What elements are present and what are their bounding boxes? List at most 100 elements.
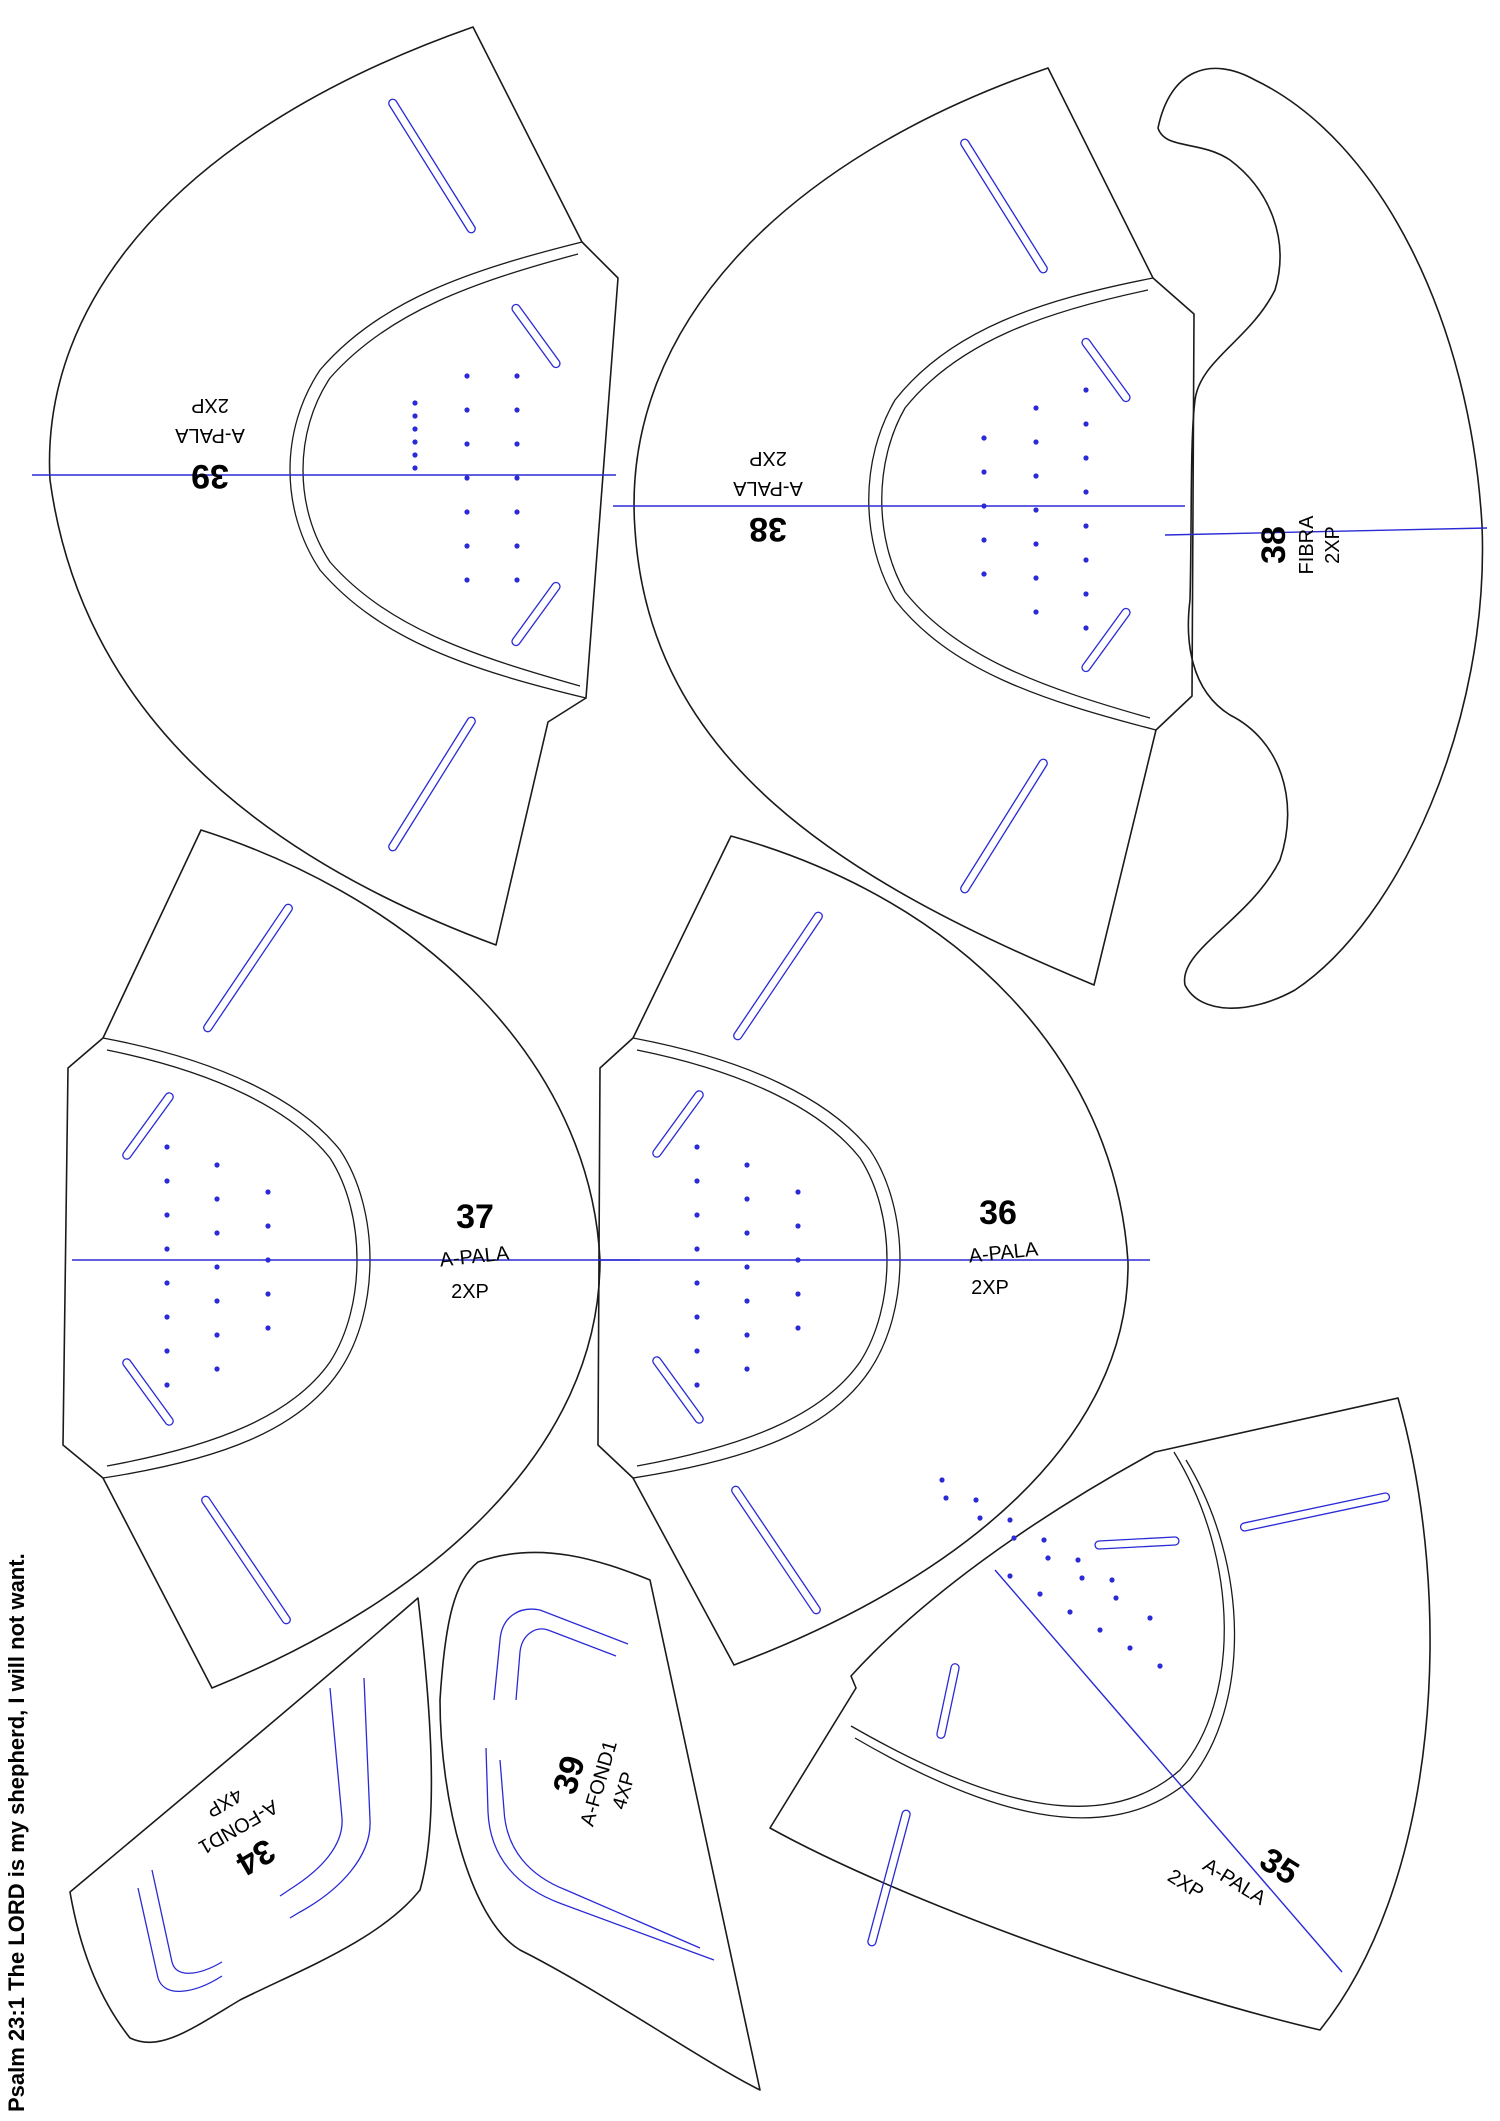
perforation-dot: [514, 441, 520, 447]
perforation-dot: [1033, 541, 1039, 547]
perforation-dot: [1079, 1575, 1085, 1581]
piece-35-slots: [867, 1492, 1391, 1947]
perforation-dot: [1045, 1555, 1051, 1561]
perforation-dot: [464, 475, 470, 481]
perforation-dot: [1033, 405, 1039, 411]
piece-35-seam: [850, 1451, 1225, 1807]
slot: [279, 1687, 343, 1897]
piece-35-grainline: [994, 1569, 1343, 1973]
perforation-dot: [694, 1314, 700, 1320]
perforation-dot: [795, 1223, 801, 1229]
perforation-dot: [981, 503, 987, 509]
piece-38-fibra: 38 FIBRA 2XP: [1157, 67, 1488, 1009]
piece-38-fibra-number: 38: [1255, 526, 1293, 564]
perforation-dot: [164, 1348, 170, 1354]
perforation-dot: [1083, 421, 1089, 427]
perforation-dot: [1033, 575, 1039, 581]
perforation-dot: [464, 441, 470, 447]
slot: [1094, 1536, 1180, 1550]
perforation-dot: [514, 509, 520, 515]
perforation-dot: [1083, 387, 1089, 393]
piece-36-seam: [632, 1037, 901, 1479]
perforation-dot: [464, 407, 470, 413]
perforation-dot: [1147, 1615, 1153, 1621]
perforation-dot: [977, 1515, 983, 1521]
perforation-dot: [164, 1280, 170, 1286]
perforation-dot: [214, 1162, 220, 1168]
piece-36-label: 36 A-PALA 2XP: [968, 1194, 1040, 1299]
perforation-dot: [1083, 557, 1089, 563]
slot: [652, 1356, 704, 1424]
perforation-dot: [694, 1212, 700, 1218]
perforation-dot: [1127, 1645, 1133, 1651]
slot: [652, 1090, 704, 1158]
slot: [733, 911, 823, 1041]
piece-39-holes: [412, 373, 520, 583]
piece-37-seam: [102, 1037, 371, 1479]
piece-39-seam: [289, 241, 587, 699]
piece-38-fibra-name: FIBRA: [1296, 515, 1318, 575]
piece-35-label: 35 A-PALA 2XP: [1164, 1840, 1306, 1910]
slot: [515, 1628, 617, 1701]
piece-39-fond-slots: [485, 1608, 715, 1961]
piece-37-number: 37: [456, 1198, 494, 1236]
perforation-dot: [514, 577, 520, 583]
piece-35-a-pala: 35 A-PALA 2XP: [769, 1397, 1431, 2031]
piece-34-a-fond1: 34 A-FOND1 4XP: [69, 1597, 433, 2043]
piece-38-qty: 2XP: [749, 447, 787, 469]
perforation-dot: [1033, 473, 1039, 479]
piece-39-fond-qty: 4XP: [608, 1769, 640, 1811]
slot: [1081, 607, 1131, 673]
piece-38-holes: [981, 387, 1089, 631]
perforation-dot: [412, 465, 418, 471]
perforation-dot: [1033, 609, 1039, 615]
slot: [151, 1869, 223, 1974]
piece-38-seam: [868, 277, 1157, 731]
perforation-dot: [514, 543, 520, 549]
slot: [499, 1759, 701, 1949]
perforation-dot: [464, 373, 470, 379]
piece-38-number: 38: [749, 510, 787, 548]
perforation-dot: [1075, 1557, 1081, 1563]
slot: [960, 138, 1048, 274]
piece-38-slots: [960, 138, 1131, 894]
perforation-dot: [694, 1280, 700, 1286]
piece-35-seam-inner: [854, 1459, 1236, 1819]
piece-37-slots: [122, 903, 293, 1625]
perforation-dot: [694, 1382, 700, 1388]
piece-37-qty: 2XP: [451, 1281, 489, 1303]
perforation-dot: [265, 1325, 271, 1331]
perforation-dot: [412, 400, 418, 406]
perforation-dot: [1109, 1577, 1115, 1583]
perforation-dot: [694, 1348, 700, 1354]
perforation-dot: [1083, 523, 1089, 529]
perforation-dot: [1033, 507, 1039, 513]
perforation-dot: [412, 426, 418, 432]
perforation-dot: [795, 1189, 801, 1195]
piece-39-qty: 2XP: [191, 394, 229, 416]
perforation-dot: [412, 413, 418, 419]
slot: [1239, 1492, 1391, 1532]
piece-35-holes: [939, 1477, 1163, 1669]
piece-38-outline: [633, 67, 1195, 986]
piece-38-seam-inner: [881, 289, 1151, 719]
slot: [203, 903, 293, 1033]
slot: [485, 1747, 715, 1961]
piece-39-a-pala: 39 A-PALA 2XP: [32, 26, 619, 946]
piece-36-slots: [652, 911, 823, 1615]
perforation-dot: [744, 1230, 750, 1236]
piece-36-qty: 2XP: [971, 1277, 1009, 1299]
perforation-dot: [744, 1162, 750, 1168]
perforation-dot: [164, 1212, 170, 1218]
perforation-dot: [164, 1178, 170, 1184]
psalm-caption: Psalm 23:1 The LORD is my shepherd, I wi…: [4, 1553, 29, 2112]
slot: [936, 1663, 960, 1739]
piece-34-slots: [137, 1677, 371, 1992]
perforation-dot: [744, 1196, 750, 1202]
slot: [731, 1485, 821, 1615]
perforation-dot: [164, 1246, 170, 1252]
perforation-dot: [1113, 1595, 1119, 1601]
perforation-dot: [265, 1189, 271, 1195]
perforation-dot: [1007, 1517, 1013, 1523]
piece-35-outline: [769, 1397, 1431, 2031]
